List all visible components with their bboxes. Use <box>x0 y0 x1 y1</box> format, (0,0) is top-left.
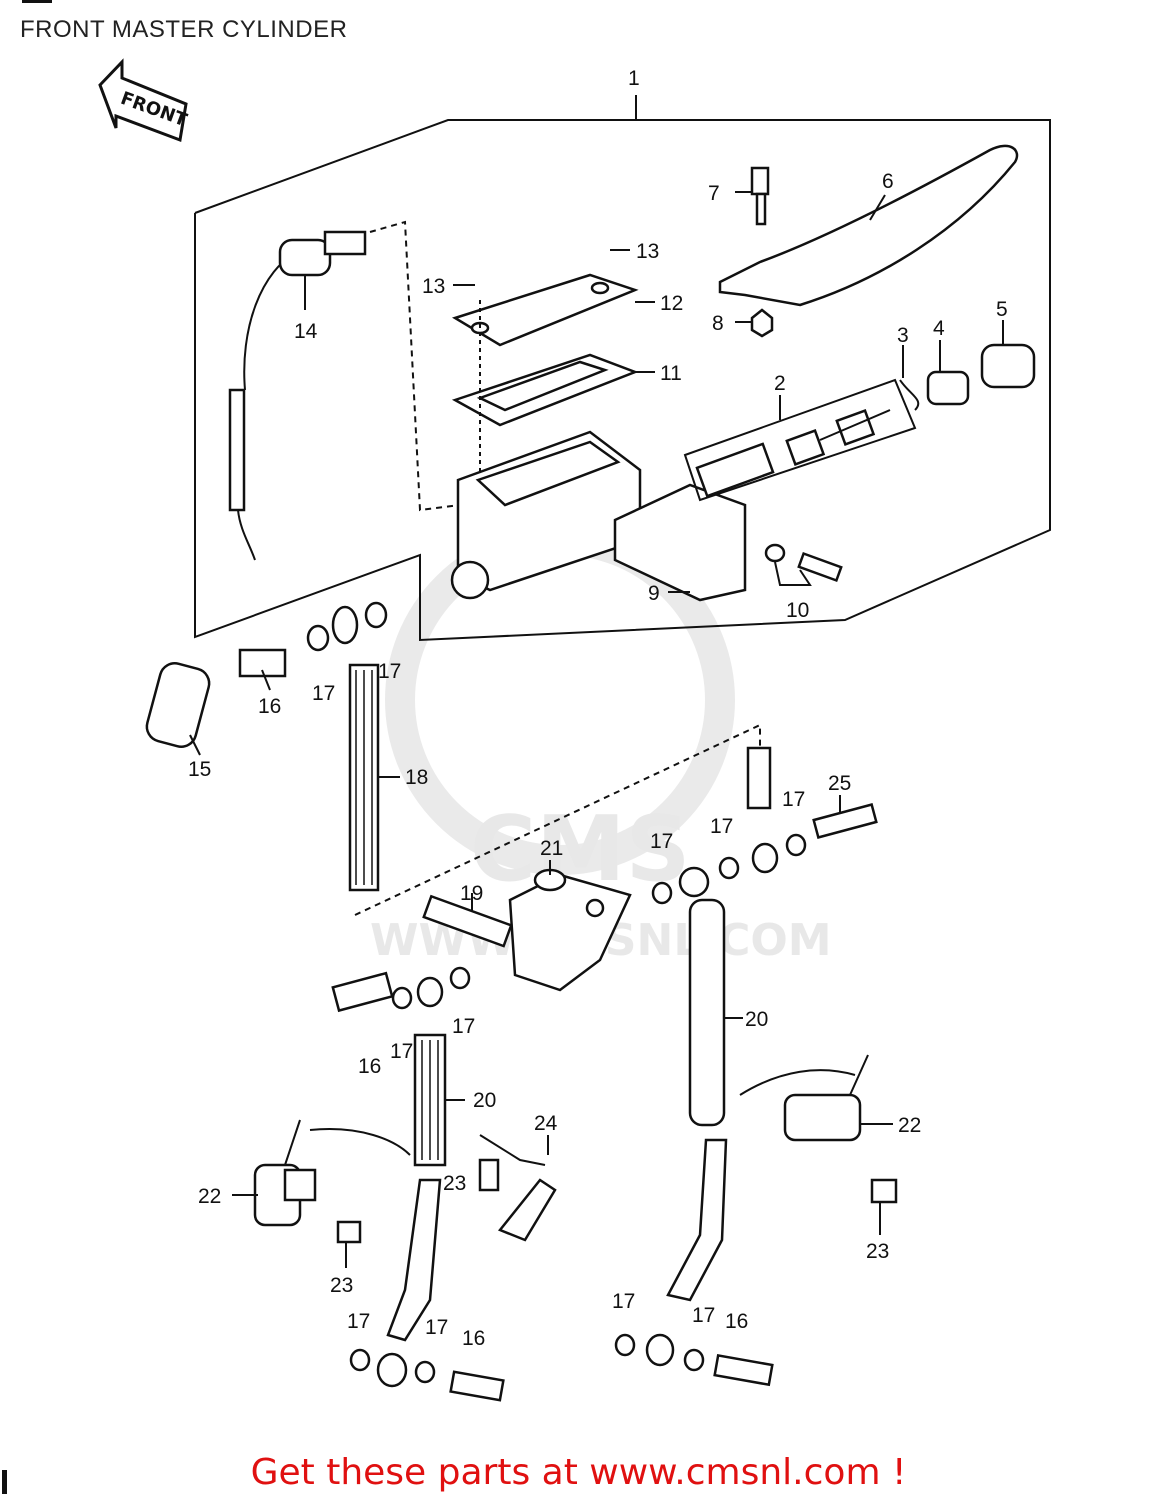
piston-seal <box>926 370 970 406</box>
callout-17-i: 17 <box>425 1316 448 1339</box>
callout-11: 11 <box>660 362 682 385</box>
hose-bracket <box>479 1134 557 1242</box>
callout-17-h: 17 <box>347 1310 370 1333</box>
callout-17-g: 17 <box>452 1015 475 1038</box>
callout-23-right: 23 <box>866 1240 889 1263</box>
callout-18: 18 <box>405 766 428 789</box>
hose-clamp-left <box>253 1119 411 1227</box>
callout-13-right: 13 <box>636 240 659 263</box>
lower-right-fittings <box>614 1333 774 1387</box>
callout-8: 8 <box>712 312 724 335</box>
brake-hose-right <box>666 898 728 1302</box>
brake-hose-upper <box>348 663 380 892</box>
callout-3: 3 <box>897 324 909 347</box>
callout-21: 21 <box>540 837 563 860</box>
bracket-bolt <box>478 1158 500 1192</box>
callout-2: 2 <box>774 372 786 395</box>
callout-17-a: 17 <box>312 682 335 705</box>
hose-clamp-right <box>739 1054 869 1142</box>
lower-left-banjo <box>331 966 471 1013</box>
clamp-bolt-left <box>336 1220 362 1244</box>
callout-23-left: 23 <box>330 1274 353 1297</box>
top-edge-mark <box>22 0 52 3</box>
diaphragm <box>451 353 639 427</box>
callout-17-d: 17 <box>710 815 733 838</box>
master-cylinder-body <box>450 430 747 602</box>
callout-17-e: 17 <box>782 788 805 811</box>
clamp-washer <box>764 543 786 563</box>
brake-lever <box>718 144 1019 307</box>
leader-lines <box>189 191 1004 1268</box>
callout-17-f: 17 <box>390 1040 413 1063</box>
page-title: FRONT MASTER CYLINDER <box>20 16 348 43</box>
callout-17-k: 17 <box>692 1304 715 1327</box>
callout-12: 12 <box>660 292 683 315</box>
callout-4: 4 <box>933 317 945 340</box>
callout-17-j: 17 <box>612 1290 635 1313</box>
callout-15: 15 <box>188 758 211 781</box>
callout-19: 19 <box>460 882 483 905</box>
dust-boot <box>980 343 1036 389</box>
callout-5: 5 <box>996 298 1008 321</box>
callout-22-left: 22 <box>198 1185 221 1208</box>
parts-diagram: CMS WWW.CMSNL.COM FRONT <box>98 58 1051 1402</box>
callout-23-center: 23 <box>443 1172 466 1195</box>
callout-16-joint: 16 <box>358 1055 381 1078</box>
assembly-outline <box>194 95 1051 642</box>
brake-light-switch <box>228 220 461 561</box>
callout-14: 14 <box>294 320 318 343</box>
callout-22-right: 22 <box>898 1114 921 1137</box>
callout-16-lower-left: 16 <box>462 1327 485 1350</box>
circlip <box>899 379 920 411</box>
callout-6: 6 <box>882 170 894 193</box>
callout-10: 10 <box>786 599 809 622</box>
clamp-bolt-right <box>870 1178 898 1204</box>
right-banjo <box>651 746 878 905</box>
callout-17-b: 17 <box>378 660 401 683</box>
piston-assembly <box>683 378 917 502</box>
callout-20-right: 20 <box>745 1008 768 1031</box>
callout-numbers: 1 2 3 4 5 6 7 8 9 10 11 12 13 13 14 15 1… <box>188 67 1008 1350</box>
callout-16-lower-right: 16 <box>725 1310 748 1333</box>
corner-mark <box>2 1470 7 1494</box>
brake-hose-lower-left <box>349 1033 505 1402</box>
callout-16-upper: 16 <box>258 695 281 718</box>
reservoir-cap <box>451 273 639 347</box>
callout-25: 25 <box>828 772 851 795</box>
brake-joint <box>508 868 632 992</box>
pivot-bolt <box>750 166 770 226</box>
footer-link[interactable]: Get these parts at www.cmsnl.com ! <box>250 1452 907 1493</box>
callout-1: 1 <box>628 67 640 90</box>
upper-banjo <box>145 601 388 748</box>
callout-7: 7 <box>708 182 720 205</box>
callout-9: 9 <box>648 582 660 605</box>
callout-13-left: 13 <box>422 275 445 298</box>
lever-nut <box>750 308 774 338</box>
callout-20-left: 20 <box>473 1089 496 1112</box>
front-arrow-sign: FRONT <box>98 58 190 143</box>
callout-17-c: 17 <box>650 830 673 853</box>
callout-24: 24 <box>534 1112 558 1135</box>
clamp-bolt <box>797 551 843 583</box>
